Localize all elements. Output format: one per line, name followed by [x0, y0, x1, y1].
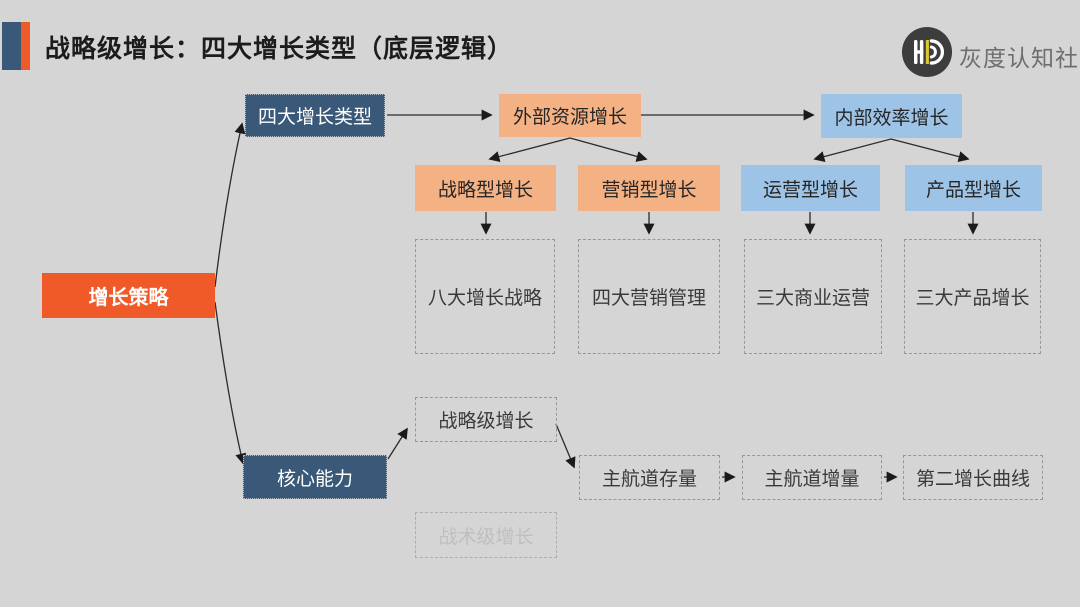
node-strategic-level-growth: 战略级增长 — [415, 397, 557, 442]
title-accent-orange-bar — [21, 22, 30, 70]
node-main-channel-increment: 主航道增量 — [742, 455, 882, 500]
node-eight-growth-strategies: 八大增长战略 — [415, 239, 555, 354]
node-label: 内部效率增长 — [834, 107, 949, 129]
node-label: 增长策略 — [88, 287, 169, 309]
page-title: 战略级增长：四大增长类型（底层逻辑） — [45, 35, 514, 63]
node-label: 产品型增长 — [925, 179, 1021, 201]
node-external-resource-growth: 外部资源增长 — [499, 94, 641, 137]
node-label: 主航道增量 — [764, 469, 860, 490]
node-label: 三大产品增长 — [915, 288, 1030, 309]
node-tactical-level-growth: 战术级增长 — [415, 512, 557, 558]
arrow-external-to-marketing — [569, 137, 648, 162]
arrow-root-to-core — [214, 301, 247, 465]
arrow-strategiclevel-to-stock — [555, 423, 576, 469]
node-label: 第二增长曲线 — [915, 469, 1030, 490]
node-label: 三大商业运营 — [755, 288, 870, 309]
arrow-root-to-types — [214, 122, 246, 288]
arrow-core-to-strategiclevel — [387, 427, 408, 460]
node-label: 主航道存量 — [601, 469, 697, 490]
node-product-growth: 产品型增长 — [905, 165, 1042, 211]
node-label: 八大增长战略 — [427, 288, 542, 309]
node-three-product-growth: 三大产品增长 — [904, 239, 1041, 354]
node-three-business-operations: 三大商业运营 — [744, 239, 882, 354]
node-label: 外部资源增长 — [512, 107, 627, 128]
node-core-capability: 核心能力 — [243, 455, 387, 499]
node-label: 战略级增长 — [438, 411, 534, 432]
node-label: 四大营销管理 — [591, 288, 706, 309]
arrow-internal-to-operational — [813, 138, 892, 162]
node-second-growth-curve: 第二增长曲线 — [903, 455, 1043, 500]
node-label: 战略型增长 — [437, 179, 533, 201]
node-label: 战术级增长 — [438, 526, 534, 548]
node-label: 四大增长类型 — [257, 107, 372, 128]
node-label: 核心能力 — [276, 468, 353, 490]
node-strategic-growth: 战略型增长 — [415, 165, 556, 211]
title-accent-navy-bar — [2, 22, 21, 70]
node-internal-efficiency-growth: 内部效率增长 — [821, 94, 962, 138]
hd-logo-icon — [901, 26, 953, 78]
node-operational-growth: 运营型增长 — [741, 165, 880, 211]
arrow-internal-to-product — [890, 138, 970, 162]
arrow-external-to-strategic — [488, 137, 571, 162]
node-label: 营销型增长 — [601, 179, 697, 201]
brand-name: 灰度认知社 — [959, 45, 1079, 71]
node-main-channel-stock: 主航道存量 — [579, 455, 720, 500]
node-marketing-growth: 营销型增长 — [578, 165, 720, 211]
node-growth-strategy: 增长策略 — [42, 273, 215, 318]
node-label: 运营型增长 — [762, 179, 858, 201]
node-four-marketing-management: 四大营销管理 — [578, 239, 720, 354]
node-four-growth-types: 四大增长类型 — [245, 94, 385, 137]
